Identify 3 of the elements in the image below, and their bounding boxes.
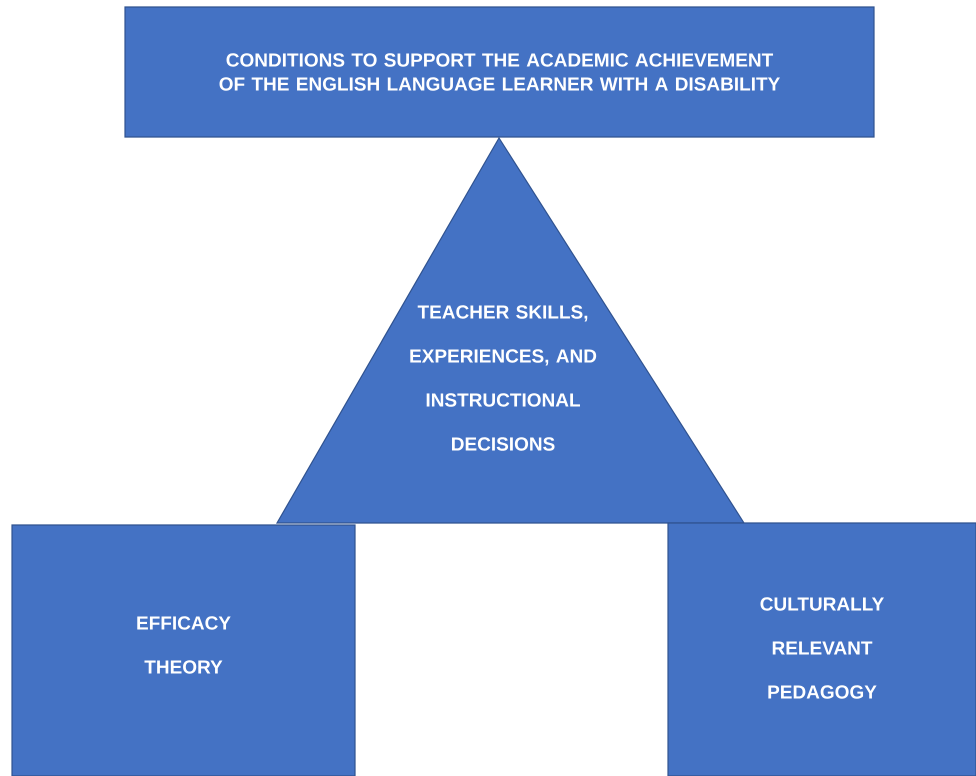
concept-box: CULTURALLY RELEVANT PEDAGOGY bbox=[667, 522, 976, 776]
concept-box: EFFICACY THEORY bbox=[11, 524, 356, 776]
concept-box: CONDITIONS TO SUPPORT THE ACADEMIC ACHIEVEMENT OF THE ENGLISH LANGUAGE LEARNER WITH A DISABILITY bbox=[124, 6, 875, 138]
